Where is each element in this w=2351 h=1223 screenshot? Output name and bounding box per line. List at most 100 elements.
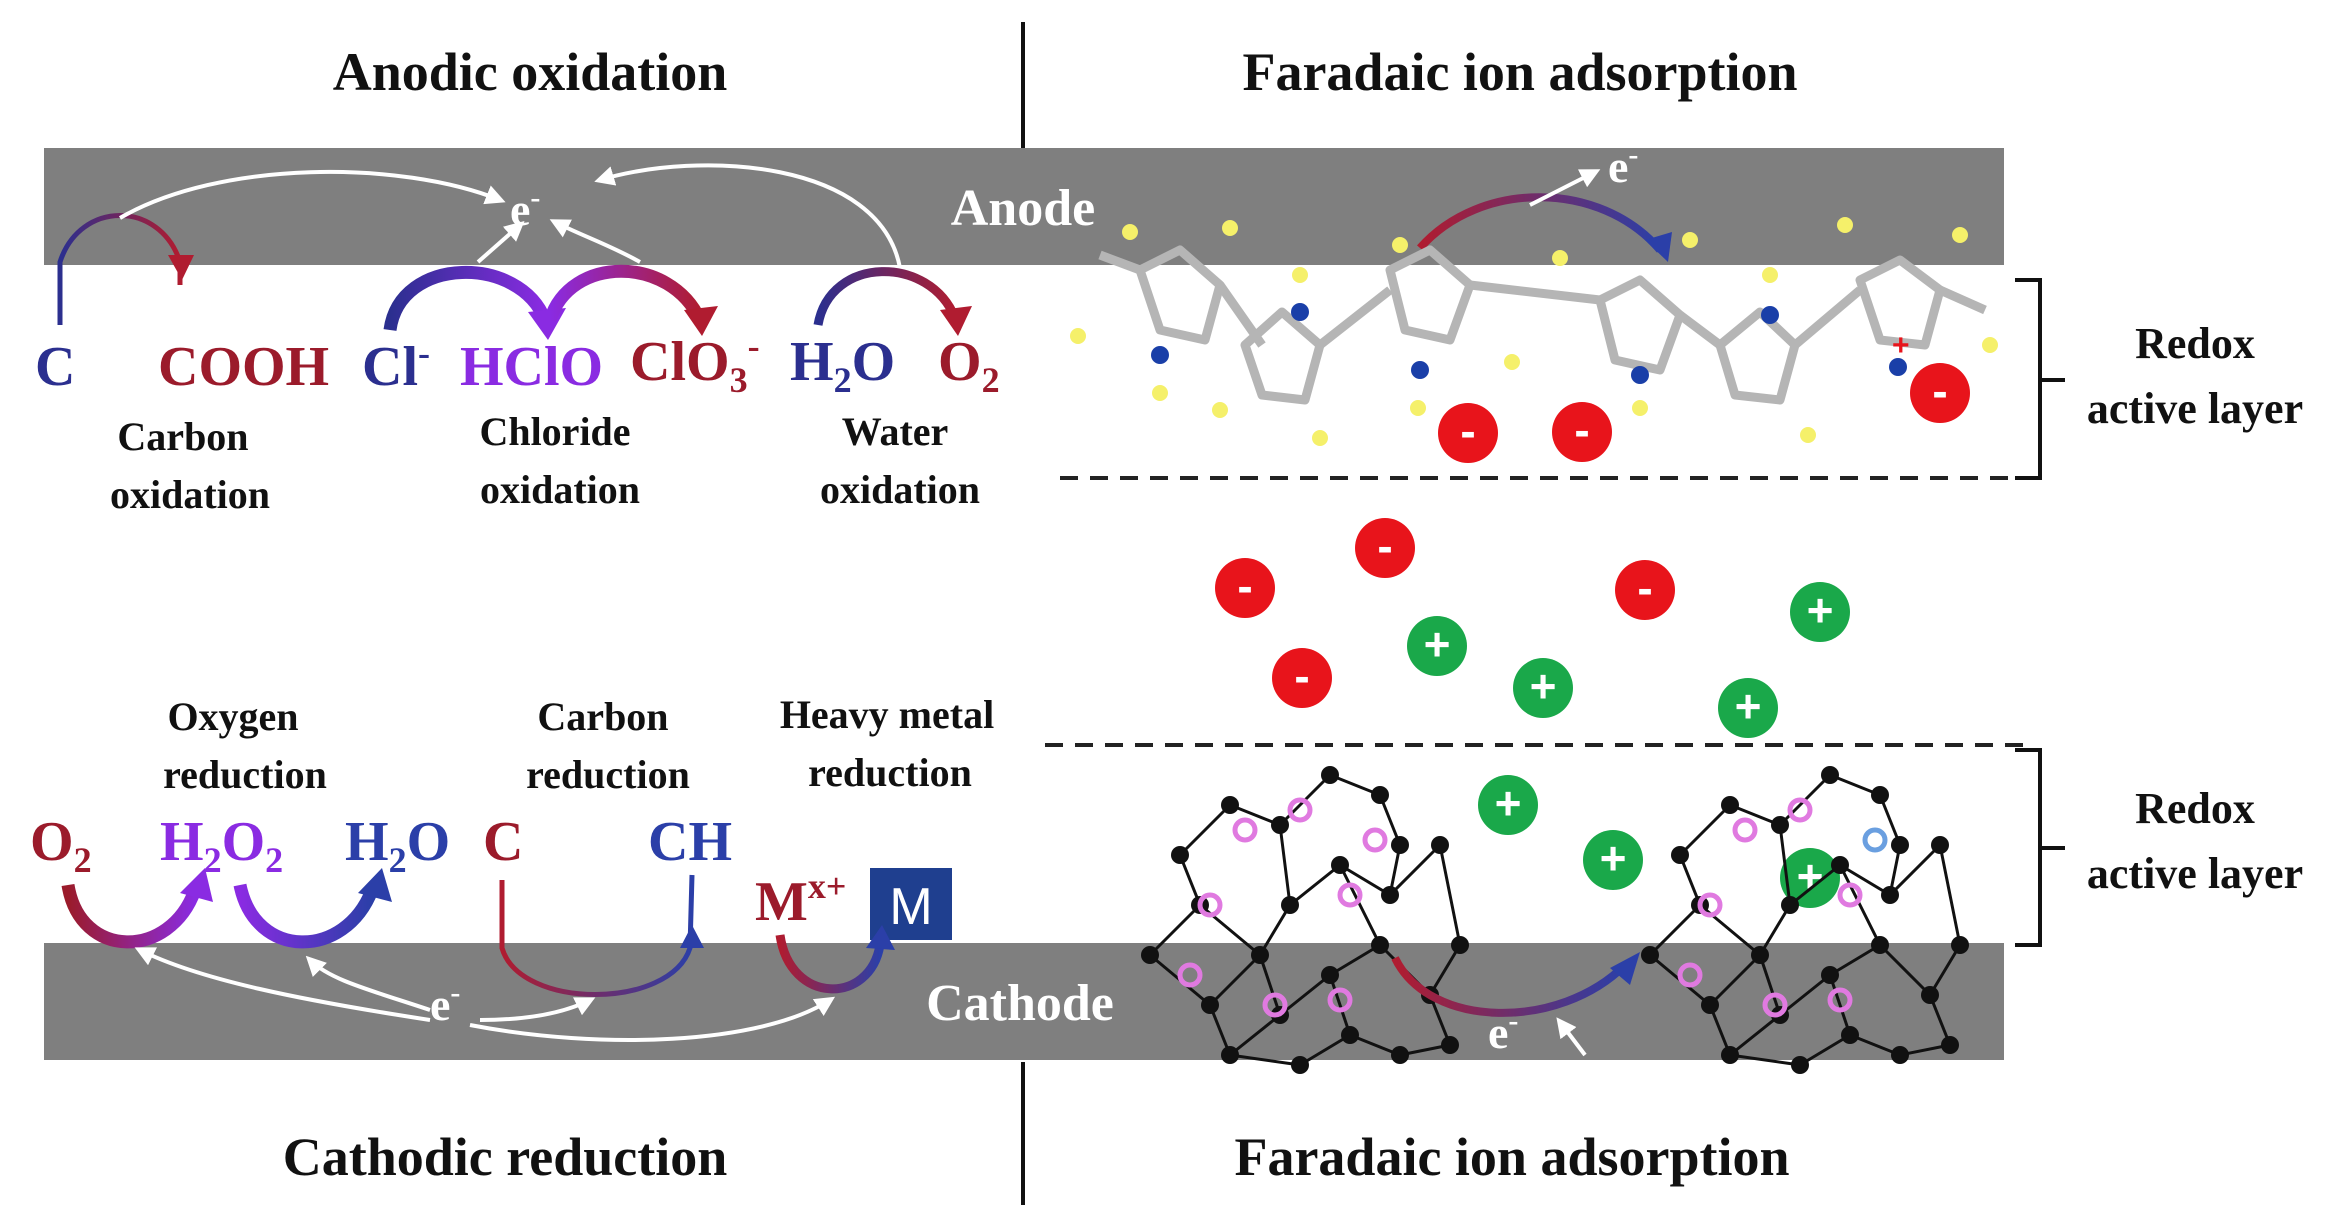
lattice-atom	[1871, 786, 1889, 804]
lattice-bond	[1438, 844, 1462, 946]
ions-group: -------+++++++	[1215, 363, 1970, 908]
lattice-bond	[1258, 954, 1282, 1016]
electron-label-anode: e-	[510, 181, 540, 235]
pyrrole-h	[1070, 328, 1086, 344]
lattice-atom	[1441, 1036, 1459, 1054]
label-oxygen-reduction-1: Oxygen	[167, 694, 298, 739]
lattice-ring	[1232, 817, 1258, 843]
title-faradaic-top: Faradaic ion adsorption	[1242, 42, 1797, 102]
lattice-ring	[1362, 827, 1388, 853]
lattice-bond	[1178, 803, 1232, 857]
pyrrole-h	[1152, 385, 1168, 401]
svg-text:-: -	[1237, 560, 1252, 612]
lattice-bond	[1299, 1033, 1351, 1067]
pyrrole-h	[1552, 250, 1568, 266]
lattice-bond	[1708, 953, 1762, 1007]
lattice-bond	[1729, 1053, 1801, 1067]
lattice-atom	[1951, 936, 1969, 954]
cation: +	[1583, 830, 1643, 890]
pyrrole-h	[1682, 232, 1698, 248]
label-carbon-oxidation-1: Carbon	[117, 414, 248, 459]
lattice-atom	[1931, 836, 1949, 854]
anode-label: Anode	[951, 180, 1095, 237]
cathode-bar	[44, 943, 2004, 1060]
title-cathodic-reduction: Cathodic reduction	[283, 1127, 728, 1187]
lattice-bond	[1779, 973, 1831, 1017]
chloride-arrowhead-2-icon	[684, 306, 718, 336]
svg-text:+: +	[1600, 832, 1627, 884]
lattice-bond	[1148, 903, 1202, 957]
lattice-bond	[1339, 863, 1391, 897]
redox-brace-top	[2015, 278, 2065, 480]
oxygen-reduction-arrowhead-2-icon	[358, 868, 392, 902]
svg-text:-: -	[1932, 365, 1947, 417]
lattice-atom	[1201, 996, 1219, 1014]
title-anodic-oxidation: Anodic oxidation	[333, 42, 728, 102]
anion: -	[1438, 403, 1498, 463]
lattice-ring	[1787, 797, 1813, 823]
cation: +	[1478, 775, 1538, 835]
lattice-ring	[1762, 992, 1788, 1018]
lattice-atom	[1291, 1056, 1309, 1074]
lattice-bond	[1789, 863, 1841, 907]
svg-text:+: +	[1424, 618, 1451, 670]
label-oxygen-reduction-2: reduction	[163, 752, 327, 797]
species-h2o-anode: H2O	[790, 331, 895, 400]
svg-text:-: -	[1377, 520, 1392, 572]
lattice-atom	[1431, 836, 1449, 854]
anion: -	[1215, 558, 1275, 618]
species-cl: Cl-	[362, 333, 430, 398]
lattice-bond	[1279, 973, 1331, 1017]
electron-path-chloride-1	[476, 221, 525, 264]
species-c: C	[35, 336, 75, 398]
species-ch: CH	[648, 811, 732, 873]
lattice-atom	[1171, 846, 1189, 864]
anion: -	[1910, 363, 1970, 423]
electron-label-cathode: e-	[430, 976, 460, 1030]
pyrrole-h	[1212, 402, 1228, 418]
species-clo3: ClO3-	[630, 326, 760, 400]
lattice-atom	[1891, 1046, 1909, 1064]
label-chloride-oxidation-1: Chloride	[479, 409, 630, 454]
lattice-ring	[1697, 892, 1723, 918]
lattice-atom	[1751, 946, 1769, 964]
electron-in-arrow	[1556, 1017, 1587, 1057]
anion: -	[1355, 518, 1415, 578]
lattice-atom	[1321, 766, 1339, 784]
lattice-bond	[1229, 1053, 1301, 1067]
anion: -	[1272, 648, 1332, 708]
cathode-electron-arrowhead-icon	[1610, 952, 1640, 985]
lattice-atom	[1701, 996, 1719, 1014]
electron-path-carbon	[118, 170, 506, 220]
lattice-ring	[1197, 892, 1223, 918]
lattice-atom	[1371, 786, 1389, 804]
anode-bar	[44, 148, 2004, 265]
lattice-atom	[1221, 1046, 1239, 1064]
svg-text:+: +	[1495, 777, 1522, 829]
pyrrole-n	[1291, 303, 1309, 321]
polymer-electron-arrow	[1417, 193, 1664, 253]
carbon-reduction-arrow	[499, 874, 695, 997]
water-oxidation-arrowhead-icon	[940, 306, 972, 336]
lattice-ring	[1677, 962, 1703, 988]
lattice-atom	[1821, 766, 1839, 784]
lattice-bond	[1938, 844, 1962, 946]
species-o2-anode: O2	[938, 331, 1000, 400]
label-carbon-reduction-1: Carbon	[537, 694, 668, 739]
lattice-bond	[1878, 943, 1932, 997]
redox-label-top-1: Redox	[2135, 319, 2255, 368]
lattice-atom	[1641, 946, 1659, 964]
label-chloride-oxidation-2: oxidation	[480, 467, 640, 512]
lattice-atom	[1941, 1036, 1959, 1054]
cation: +	[1790, 582, 1850, 642]
oxygen-reduction-arrow-1	[61, 883, 202, 949]
lattice-bond	[1278, 824, 1292, 906]
species-h2o-cathode: H2O	[345, 811, 450, 880]
lattice-structure-left	[1141, 766, 1469, 1074]
pyrrole-h	[1762, 267, 1778, 283]
redox-label-bottom-1: Redox	[2135, 784, 2255, 833]
pyrrole-h	[1982, 337, 1998, 353]
metal-box	[870, 868, 952, 940]
svg-text:-: -	[1460, 405, 1475, 457]
